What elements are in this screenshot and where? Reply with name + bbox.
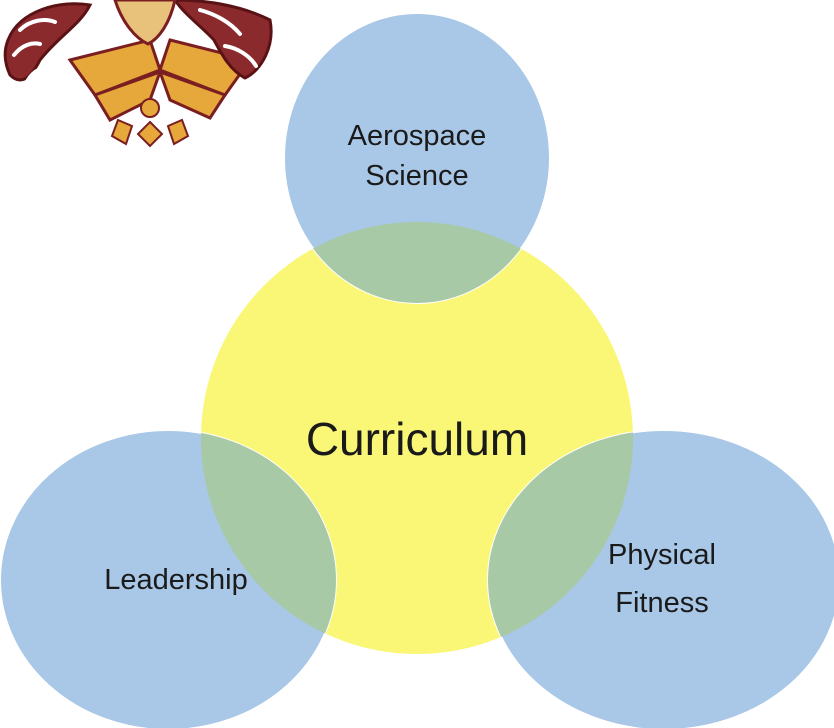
logo-claw-left-2 — [12, 41, 42, 57]
logo-diamond-center — [136, 120, 164, 148]
petal-label-fitness-line2: Fitness — [615, 587, 708, 619]
overlap-leadership — [201, 430, 336, 654]
logo-claw-left-1 — [18, 18, 57, 32]
petal-label-aerospace-line2: Science — [365, 160, 468, 192]
petal-label-aerospace-line1: Aerospace — [348, 120, 487, 152]
logo-claw-left-3 — [26, 65, 54, 82]
petal-label-leadership: Leadership — [104, 564, 248, 596]
logo-star-circle — [140, 98, 160, 118]
logo-diamond-right — [166, 118, 190, 146]
center-label: Curriculum — [306, 413, 528, 465]
logo-claw-right-1 — [198, 8, 242, 36]
overlap-fitness — [488, 430, 633, 654]
logo-talon-right — [173, 0, 273, 80]
logo-head — [113, 0, 177, 46]
eagle-mascot-logo — [3, 0, 273, 148]
petal-label-fitness-line1: Physical — [608, 539, 716, 571]
logo-diamond-left — [110, 118, 134, 146]
logo-wing-right-2 — [157, 69, 228, 120]
logo-claw-right-2 — [223, 44, 258, 68]
